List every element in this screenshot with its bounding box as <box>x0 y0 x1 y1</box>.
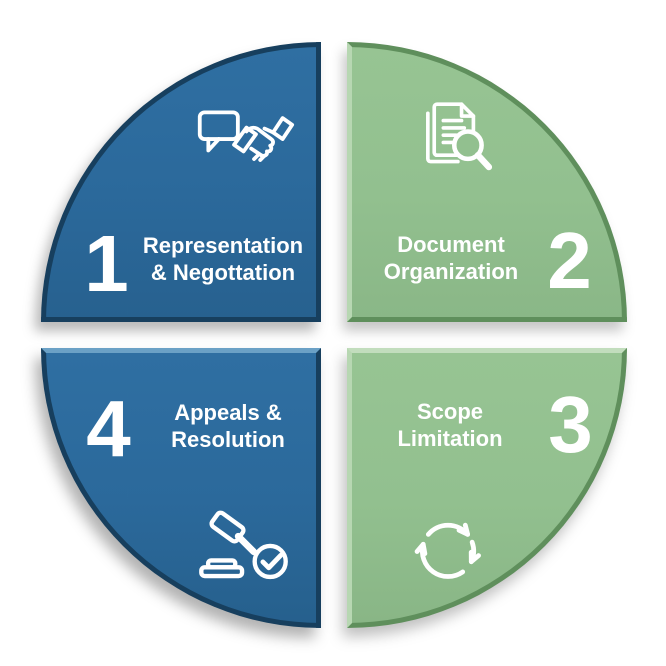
quadrant-1-representation-negotiation: 1 Representation& Negottation <box>41 42 321 322</box>
step-label-4: Appeals &Resolution <box>171 399 285 453</box>
gavel-checkmark-icon <box>199 510 288 580</box>
step-label-1-line1: Representation <box>142 233 304 258</box>
speech-bubble-handshake-icon <box>197 110 295 162</box>
quadrant-4-appeals-resolution: 4 Appeals &Resolution <box>41 348 321 628</box>
step-label-2-line1: Document <box>397 232 505 257</box>
step-label-1: Representation& Negottation <box>143 232 303 286</box>
step-number-3: 3 <box>548 380 592 469</box>
step-number-1: 1 <box>84 219 128 308</box>
step-label-1-line2: & Negottation <box>150 260 296 285</box>
cycle-arrows-icon <box>414 522 481 579</box>
document-search-icon <box>426 102 493 171</box>
step-label-3-line1: Scope <box>416 399 484 424</box>
step-label-4-line2: Resolution <box>171 427 285 452</box>
step-label-3-line2: Limitation <box>397 426 503 451</box>
step-label-4-line1: Appeals & <box>174 400 282 425</box>
step-label-2-line2: Organization <box>383 259 519 284</box>
step-number-4: 4 <box>86 384 130 473</box>
step-number-2: 2 <box>547 216 591 305</box>
